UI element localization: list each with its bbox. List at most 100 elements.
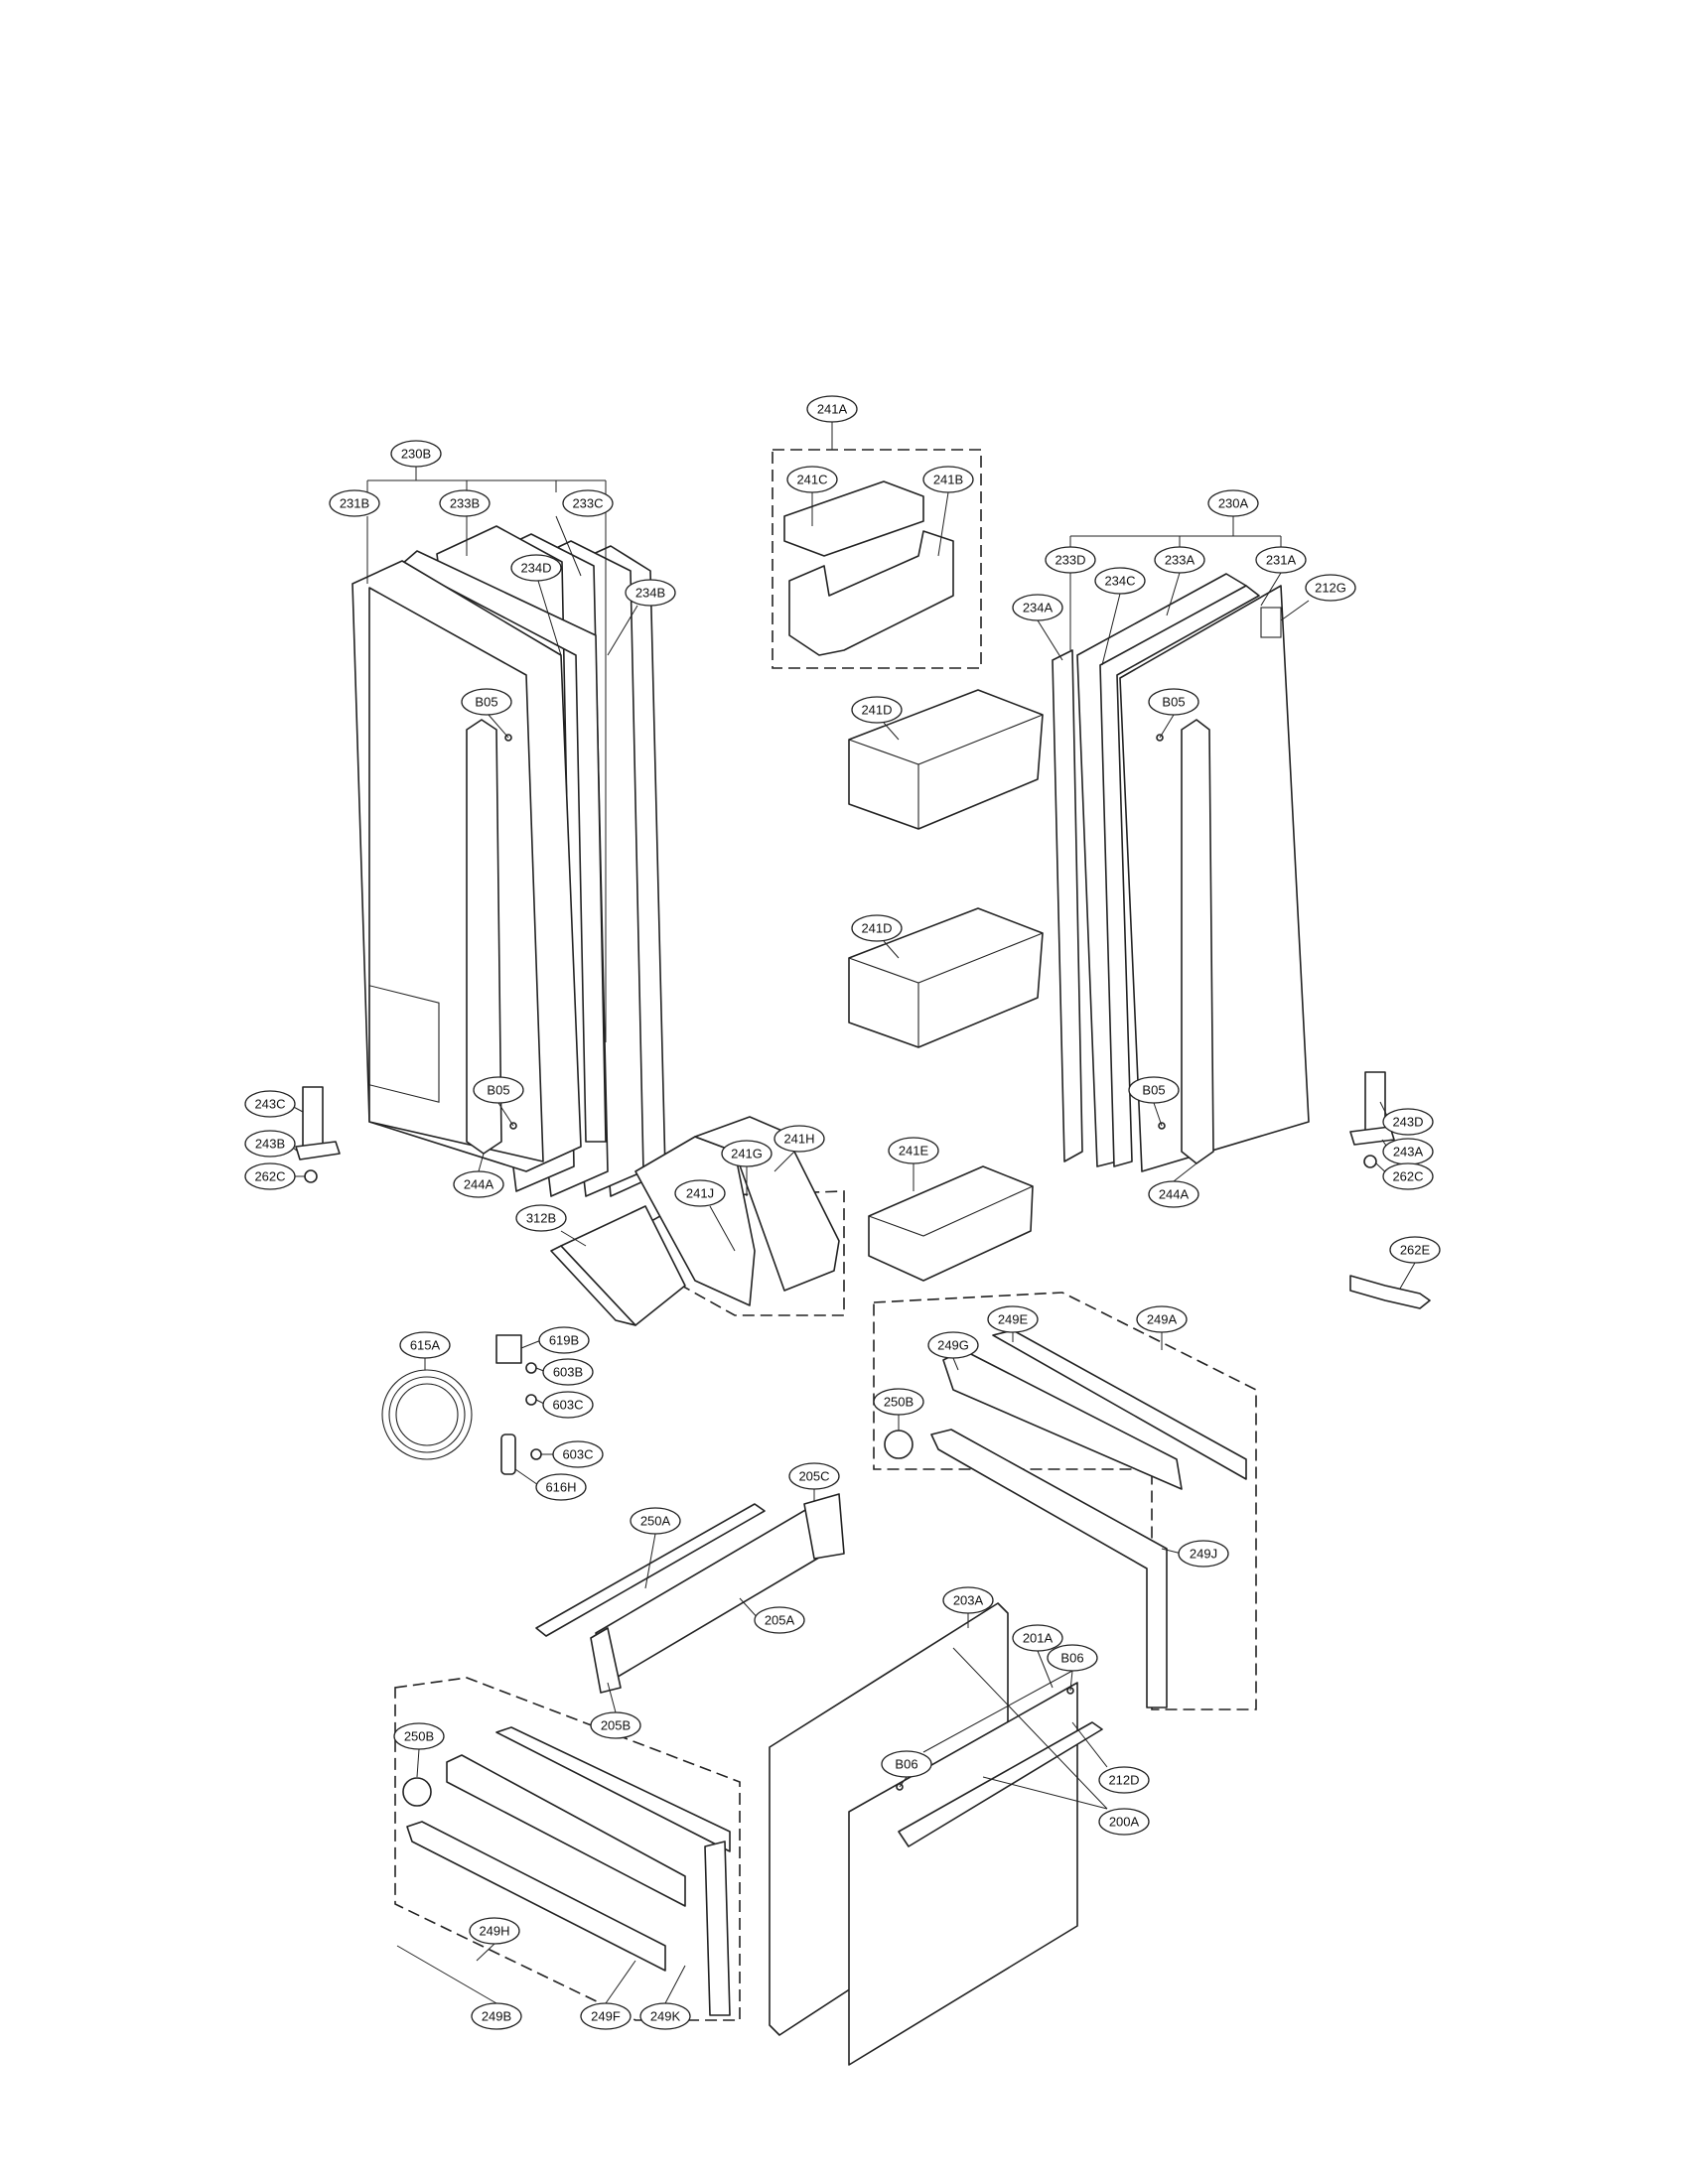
callout-label: 205C (798, 1469, 829, 1484)
callout-b05: B05 (473, 1076, 524, 1104)
callout-bubble (721, 1140, 773, 1167)
callout-bubble (1045, 546, 1096, 574)
callout-bubble (922, 466, 974, 493)
callout-label: 230B (401, 447, 431, 462)
callout-label: 244A (1159, 1187, 1190, 1202)
callout-241a: 241A (806, 395, 858, 423)
right-door-panel (1119, 585, 1310, 1172)
callout-bubble (580, 2002, 632, 2030)
callout-233d: 233D (1045, 546, 1096, 574)
wrench-262E (1349, 1275, 1431, 1309)
callout-b06: B06 (881, 1750, 932, 1778)
callout-230a: 230A (1207, 489, 1259, 517)
tray-312B (550, 1205, 686, 1326)
right-door-handle (1181, 719, 1214, 1164)
callout-bubble (1094, 567, 1146, 595)
callout-bubble (1382, 1162, 1434, 1190)
callout-bubble (515, 1204, 567, 1232)
callout-label: 243C (254, 1097, 285, 1112)
callout-label: 203A (953, 1593, 984, 1608)
callout-bubble (1305, 574, 1356, 602)
callout-bubble (1389, 1236, 1441, 1264)
callout-bubble (1098, 1808, 1150, 1836)
callout-bubble (625, 579, 676, 607)
callout-label: 241C (796, 473, 827, 487)
callout-label: 249A (1147, 1312, 1178, 1327)
callout-label: 249K (650, 2009, 681, 2024)
callout-label: 233D (1055, 553, 1085, 568)
callout-241b: 241B (922, 466, 974, 493)
callout-bubble (806, 395, 858, 423)
callout-label: 262C (254, 1169, 285, 1184)
door-bin-241D-lower (848, 907, 1044, 1048)
callout-234d: 234D (510, 554, 562, 582)
callout-label: 249F (591, 2009, 621, 2024)
callout-bubble (1207, 489, 1259, 517)
callout-bubble (471, 2002, 522, 2030)
callout-label: 241D (861, 703, 892, 718)
callout-bubble (630, 1507, 681, 1535)
callout-label: 234C (1104, 574, 1135, 589)
callout-label: B05 (487, 1083, 509, 1098)
callout-243b: 243B (244, 1130, 296, 1158)
callout-label: 233A (1165, 553, 1196, 568)
callout-label: 250B (404, 1729, 434, 1744)
callout-bubble (244, 1090, 296, 1118)
door-bin-241D-upper (848, 689, 1044, 830)
callout-bubble (1178, 1540, 1229, 1568)
callout-label: 603C (552, 1398, 583, 1413)
drawer-rail-249B-box (394, 1677, 741, 2021)
callout-label: 619B (549, 1333, 579, 1348)
callout-200a: 200A (1098, 1808, 1150, 1836)
callout-603c: 603C (552, 1440, 604, 1468)
callout-label: 241H (783, 1132, 814, 1147)
callout-312b: 312B (515, 1204, 567, 1232)
callout-230b: 230B (390, 440, 442, 468)
callout-bubble (1255, 546, 1307, 574)
bin-241E (868, 1165, 1034, 1282)
callout-bubble (851, 914, 903, 942)
callout-205c: 205C (788, 1462, 840, 1490)
callout-b05: B05 (1148, 688, 1199, 716)
leader-lines (287, 422, 1416, 2004)
callout-label: 241B (933, 473, 963, 487)
callout-label: 241A (817, 402, 848, 417)
callout-label: 234D (520, 561, 551, 576)
callout-241g: 241G (721, 1140, 773, 1167)
callout-label: 249B (482, 2009, 511, 2024)
callout-label: 250B (884, 1395, 914, 1410)
callout-205b: 205B (590, 1711, 641, 1739)
callout-bubble (1136, 1305, 1188, 1333)
callout-b06: B06 (1047, 1644, 1098, 1672)
right-door-gasket-layers (1052, 573, 1260, 1167)
callout-bubble (1012, 1624, 1063, 1652)
callout-bubble (1382, 1108, 1434, 1136)
callout-label: 234B (635, 586, 665, 601)
callout-262c: 262C (244, 1162, 296, 1190)
callout-bubble (1128, 1076, 1180, 1104)
callout-249k: 249K (639, 2002, 691, 2030)
callout-label: B05 (1162, 695, 1185, 710)
callout-241j: 241J (674, 1179, 726, 1207)
callout-249f: 249F (580, 2002, 632, 2030)
callout-249a: 249A (1136, 1305, 1188, 1333)
callout-603c: 603C (542, 1391, 594, 1419)
callout-231a: 231A (1255, 546, 1307, 574)
callout-label: 615A (410, 1338, 441, 1353)
callout-212g: 212G (1305, 574, 1356, 602)
callout-label: 234A (1023, 601, 1054, 615)
callout-bubble (535, 1473, 587, 1501)
callout-label: 241G (731, 1147, 763, 1161)
hinge-right (1349, 1071, 1395, 1168)
callout-262e: 262E (1389, 1236, 1441, 1264)
callout-bubble (552, 1440, 604, 1468)
callout-bubble (439, 489, 491, 517)
callout-250b: 250B (393, 1722, 445, 1750)
callout-234c: 234C (1094, 567, 1146, 595)
basket-205A (590, 1493, 845, 1694)
callout-bubble (1154, 546, 1205, 574)
callout-bubble (786, 466, 838, 493)
callout-244a: 244A (1148, 1180, 1199, 1208)
callout-label: 231A (1266, 553, 1297, 568)
